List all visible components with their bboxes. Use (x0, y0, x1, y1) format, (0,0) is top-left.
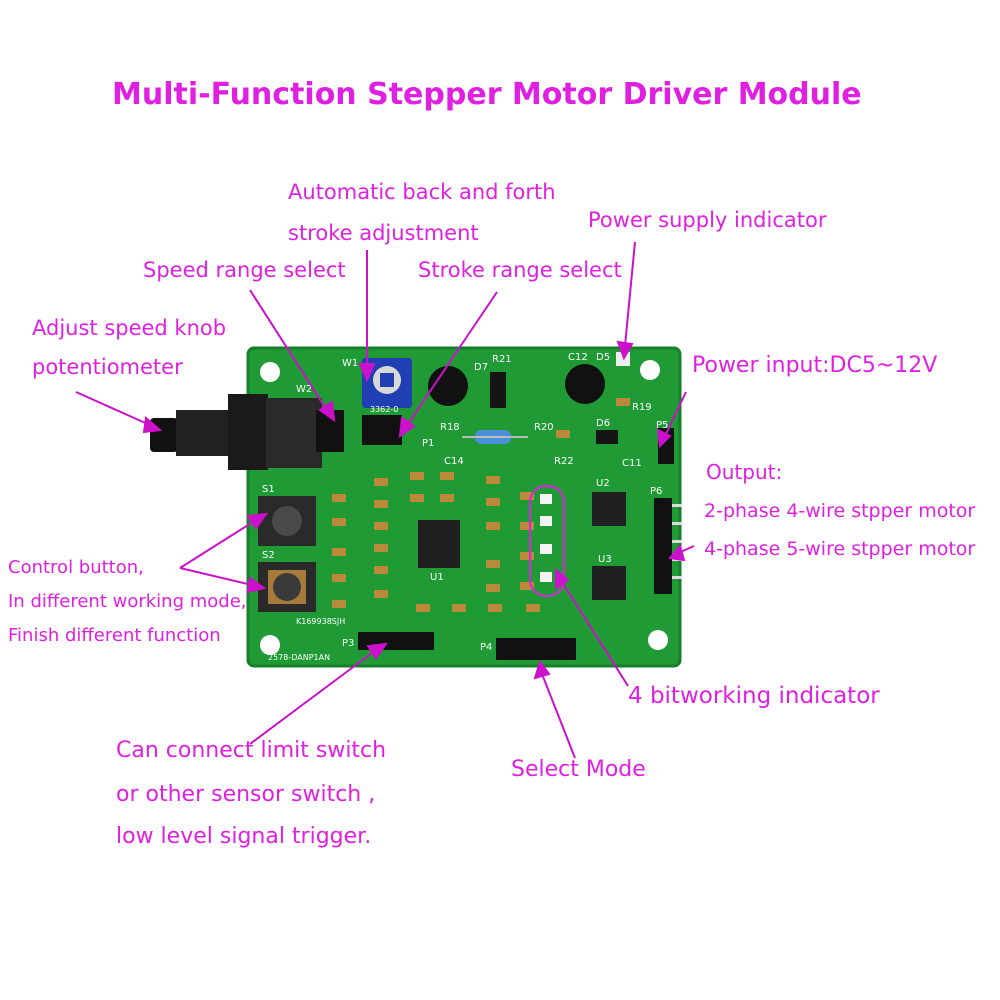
silk-u3: U3 (598, 554, 612, 565)
label-limit-line2: or other sensor switch , (116, 782, 376, 807)
label-speed-knob-line1: Adjust speed knob (32, 316, 227, 340)
label-output-heading: Output: (706, 460, 783, 484)
silk-p3: P3 (342, 638, 354, 649)
silk-model: 2578-DANP1AN (268, 653, 330, 662)
silk-p6: P6 (650, 486, 662, 497)
header-p4 (496, 638, 576, 660)
label-auto-stroke-line1: Automatic back and forth (288, 180, 556, 204)
label-limit-line1: Can connect limit switch (116, 738, 387, 763)
label-power-input: Power input:DC5~12V (692, 353, 938, 378)
silk-p5: P5 (656, 420, 668, 431)
chip-u3 (592, 566, 626, 600)
silk-batch: K169938SJH (296, 617, 345, 626)
diagram-title: Multi-Function Stepper Motor Driver Modu… (112, 77, 862, 112)
silk-u2: U2 (596, 478, 610, 489)
silk-pot-code: 3362-0 (370, 405, 398, 414)
mounting-holes (260, 360, 668, 655)
stroke-range-jumper (362, 415, 402, 445)
label-control-line3: Finish different function (8, 625, 221, 646)
label-control-line2: In different working mode, (8, 591, 247, 612)
label-power-indicator: Power supply indicator (588, 208, 827, 232)
silk-c14: C14 (444, 456, 464, 467)
label-output-4phase: 4-phase 5-wire stpper motor (704, 538, 976, 560)
control-button-s2 (258, 562, 316, 612)
label-speed-range: Speed range select (143, 258, 346, 282)
leader-lines (75, 241, 695, 759)
indicator-leds (540, 494, 552, 582)
silk-w2: W2 (296, 384, 312, 395)
silk-p4: P4 (480, 642, 492, 653)
silk-w1: W1 (342, 358, 358, 369)
label-auto-stroke-line2: stroke adjustment (288, 221, 479, 245)
silk-d7: D7 (474, 362, 488, 373)
output-header-p6 (654, 498, 672, 594)
capacitor (565, 364, 605, 404)
chip-u1 (418, 520, 460, 568)
label-stroke-range: Stroke range select (418, 258, 622, 282)
capacitor (428, 366, 468, 406)
silk-r19: R19 (632, 402, 652, 413)
silk-d6: D6 (596, 418, 610, 429)
control-button-s1 (258, 496, 316, 546)
label-speed-knob-line2: potentiometer (32, 355, 183, 379)
smd-components (332, 398, 630, 612)
speed-potentiometer (150, 394, 322, 470)
silk-r18: R18 (440, 422, 460, 433)
led-highlight (529, 485, 565, 597)
silk-d5: D5 (596, 352, 610, 363)
silk-c11: C11 (622, 458, 642, 469)
silk-s2: S2 (262, 550, 275, 561)
silk-r21: R21 (492, 354, 512, 365)
silk-r20: R20 (534, 422, 554, 433)
silk-r22: R22 (554, 456, 574, 467)
silk-c12: C12 (568, 352, 588, 363)
diode-d7 (490, 372, 506, 408)
silk-u1: U1 (430, 572, 444, 583)
silk-p1: P1 (422, 438, 434, 449)
label-select-mode: Select Mode (511, 757, 646, 782)
label-control-line1: Control button, (8, 557, 144, 578)
label-limit-line3: low level signal trigger. (116, 824, 372, 849)
label-working-indicator: 4 bitworking indicator (628, 683, 880, 709)
stroke-trimmer (362, 358, 412, 408)
chip-u2 (592, 492, 626, 526)
silk-s1: S1 (262, 484, 275, 495)
label-output-2phase: 2-phase 4-wire stpper motor (704, 500, 976, 522)
